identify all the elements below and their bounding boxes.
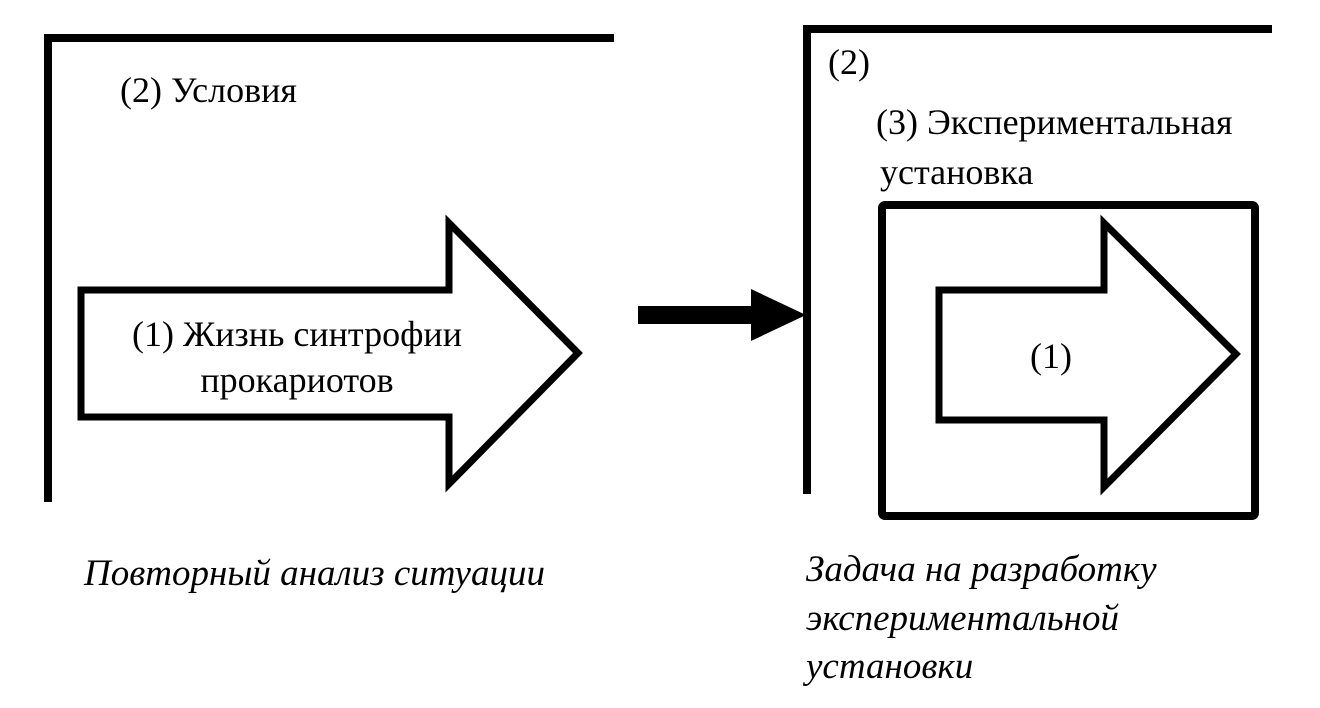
experimental-setup-box bbox=[878, 201, 1259, 520]
right-conditions-frame bbox=[803, 25, 1272, 494]
setup-label-line1: (3) Экспериментальная bbox=[876, 102, 1233, 142]
right-caption-line3: установки bbox=[806, 646, 974, 687]
right-caption-line2: экспериментальной bbox=[806, 598, 1119, 639]
left-arrow-label-line2: прокариотов bbox=[200, 360, 394, 400]
right-conditions-label: (2) bbox=[828, 42, 870, 82]
inner-process-arrow bbox=[935, 214, 1241, 496]
left-process-arrow bbox=[77, 214, 583, 493]
left-caption: Повторный анализ ситуации bbox=[84, 553, 545, 594]
left-conditions-label: (2) Условия bbox=[120, 70, 297, 110]
left-arrow-label-line1: (1) Жизнь синтрофии bbox=[132, 314, 462, 354]
transition-arrow-head bbox=[751, 289, 806, 341]
setup-label-line2: установка bbox=[880, 152, 1034, 192]
right-caption-line1: Задача на разработку bbox=[806, 549, 1157, 590]
left-conditions-frame bbox=[44, 34, 614, 502]
inner-arrow-label: (1) bbox=[1030, 336, 1072, 376]
transition-arrow-shaft bbox=[638, 306, 756, 324]
